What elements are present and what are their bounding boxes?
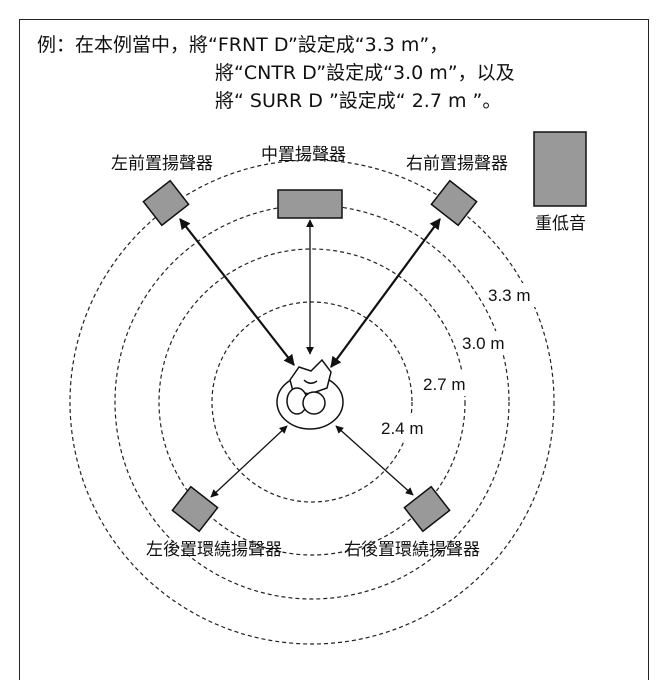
distance-label-4: 2.4 m — [381, 419, 424, 438]
center-speaker-icon — [277, 189, 343, 219]
caption-line-1: 例：在本例當中，將“FRNT D”設定成“3.3 m”， — [37, 34, 449, 56]
arrow-surround-right — [335, 425, 414, 496]
listener-icon — [276, 358, 344, 430]
arrow-front-left — [179, 218, 295, 366]
front-left-speaker-icon — [142, 179, 190, 227]
arrow-surround-left — [210, 425, 288, 498]
caption-line-3: 將“ SURR D ”設定成“ 2.7 m ”。 — [215, 90, 502, 112]
distance-label-2: 3.0 m — [462, 334, 505, 353]
surround-left-speaker-label: 左後置環繞揚聲器 — [146, 540, 282, 560]
distance-label-3: 2.7 m — [423, 375, 466, 394]
subwoofer-icon — [533, 131, 587, 207]
surround-left-speaker-icon — [171, 485, 219, 533]
front-right-speaker-icon — [430, 179, 478, 227]
center-speaker-label: 中置揚聲器 — [261, 145, 346, 165]
front-right-speaker-label: 右前置揚聲器 — [406, 154, 508, 174]
surround-right-speaker-label: 右後置環繞揚聲器 — [344, 540, 480, 560]
arrow-front-right — [330, 218, 441, 368]
distance-ring-2 — [158, 248, 466, 556]
distance-label-1: 3.3 m — [488, 286, 531, 305]
surround-right-speaker-icon — [403, 485, 451, 533]
subwoofer-label: 重低音 — [535, 214, 586, 234]
speaker-layout-diagram: 3.3 m 3.0 m 2.7 m 2.4 m 左前置揚聲器 中置揚聲器 右前置… — [69, 131, 587, 645]
distance-ring-outer — [69, 159, 555, 645]
front-left-speaker-label: 左前置揚聲器 — [111, 154, 213, 174]
caption-line-2: 將“CNTR D”設定成“3.0 m”，以及 — [215, 62, 515, 84]
diagram-frame — [19, 19, 649, 680]
